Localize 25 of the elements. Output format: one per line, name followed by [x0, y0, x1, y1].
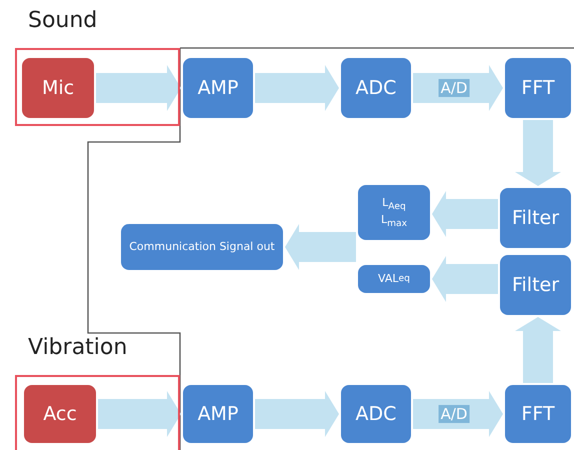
block-arrow	[515, 120, 561, 186]
process-box: ADC	[341, 385, 411, 443]
group-heading: Vibration	[28, 335, 128, 360]
process-box: Filter	[500, 255, 571, 315]
process-box: AMP	[183, 385, 253, 443]
block-arrow	[432, 256, 498, 302]
block-arrow	[255, 391, 339, 437]
block-arrow	[285, 224, 356, 270]
block-arrow	[255, 65, 339, 111]
process-box: AMP	[183, 58, 253, 118]
block-arrow	[96, 65, 181, 111]
group-heading: Sound	[28, 8, 98, 33]
process-box: ADC	[341, 58, 411, 118]
block-arrow	[515, 317, 561, 383]
edge-label: A/D	[438, 79, 470, 97]
sensor-box: Mic	[22, 58, 94, 118]
sensor-box: Acc	[24, 385, 96, 443]
process-box: Communication Signal out	[121, 224, 283, 270]
block-arrow	[432, 191, 498, 237]
block-arrow	[98, 391, 181, 437]
process-box: Filter	[500, 188, 571, 248]
process-box: L$_{Aeq}$ L$_{max}$	[358, 185, 430, 240]
process-box: FFT	[505, 58, 571, 118]
edge-label: A/D	[438, 405, 470, 423]
process-box: FFT	[505, 385, 571, 443]
